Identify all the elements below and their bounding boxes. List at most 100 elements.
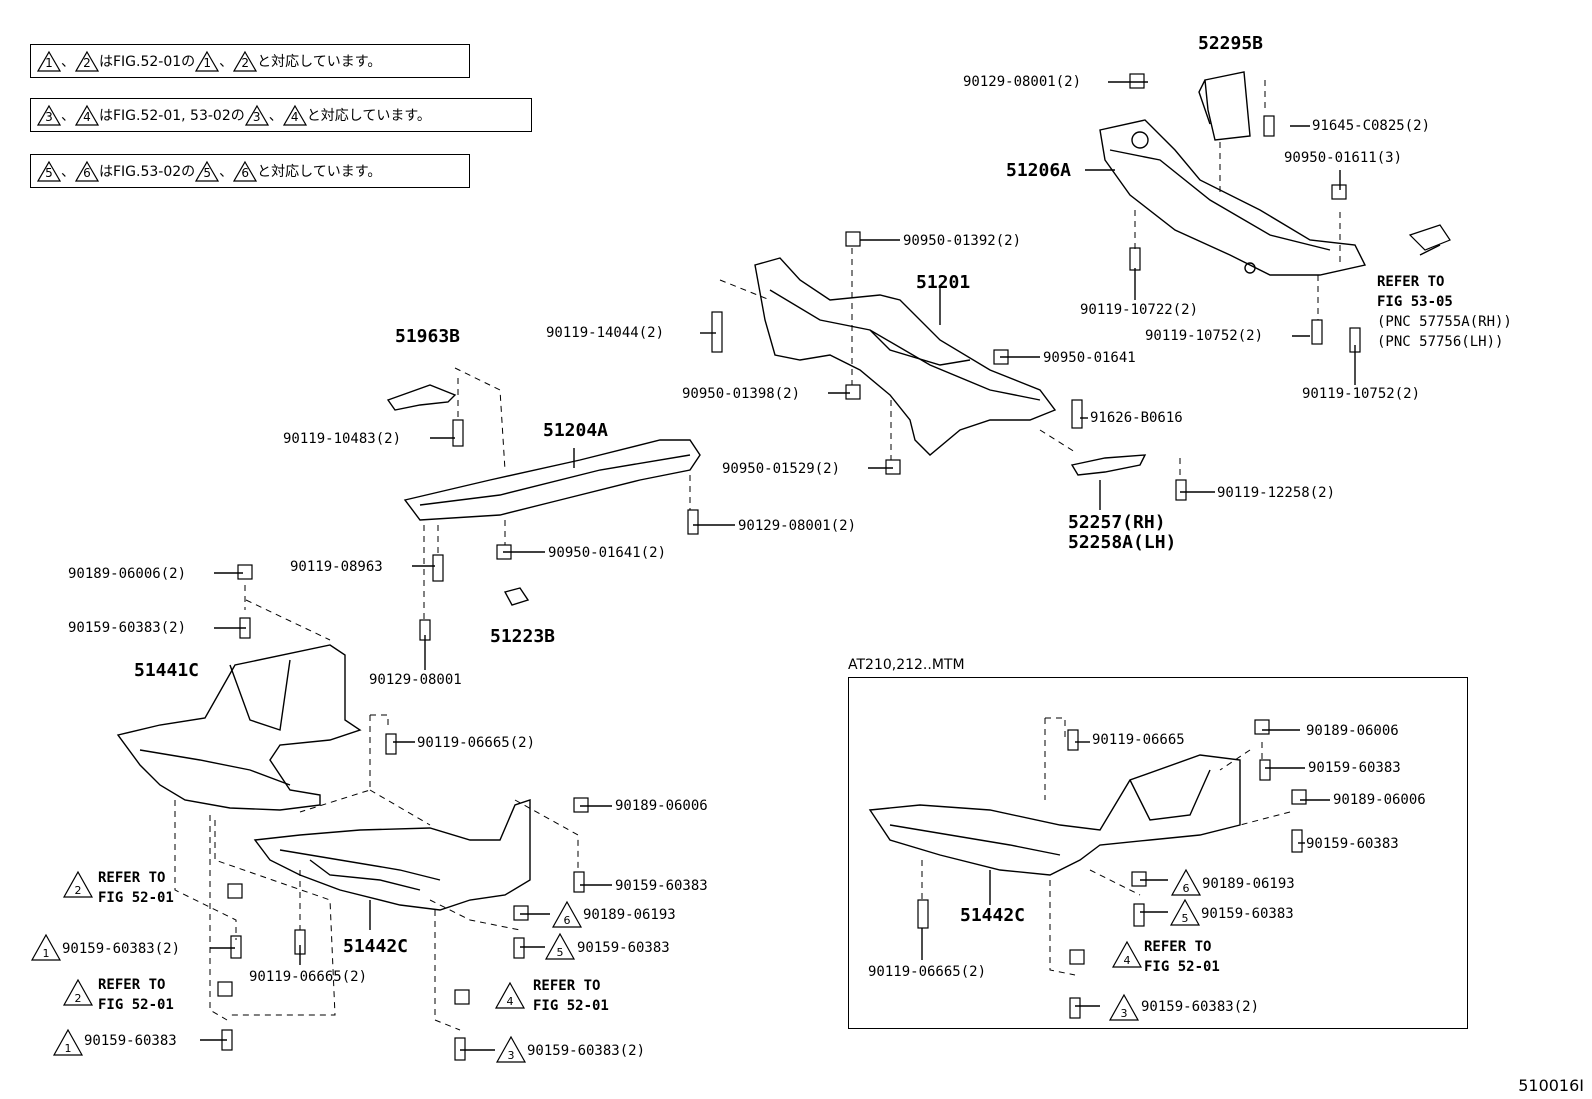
- part-51201-shape: [754, 257, 1057, 456]
- callout-91626-B0616: 91626-B0616: [1090, 410, 1183, 426]
- inset-refer-fig-label: FIG 52-01: [1144, 959, 1220, 975]
- callout-90189-06006-b: 90189-06006: [615, 798, 708, 814]
- callout-90129-08001-b: 90129-08001(2): [738, 518, 857, 534]
- refer-fig-label: FIG 53-05: [1377, 294, 1453, 310]
- callout-90119-10752-b: 90119-10752(2): [1302, 386, 1421, 402]
- inset-callout-90159-60383-2: 90159-60383(2): [1141, 999, 1260, 1015]
- inset-callout-90159-60383-a: 90159-60383: [1308, 760, 1401, 776]
- svg-text:3: 3: [508, 1049, 515, 1062]
- svg-text:5: 5: [1182, 912, 1189, 925]
- refer-to-label: REFER TO: [533, 978, 601, 994]
- part-51441C-shape: [116, 644, 362, 811]
- part-51204A-label: 51204A: [543, 420, 609, 441]
- callout-90159-60383-d: 90159-60383(2): [62, 941, 181, 957]
- callout-90189-06193-a: 90189-06193: [583, 907, 676, 923]
- svg-text:6: 6: [1183, 882, 1190, 895]
- triangle-ref-icon: 3: [37, 104, 61, 126]
- part-51206A-shape: [1099, 119, 1367, 276]
- triangle-ref-icon: 5: [37, 160, 61, 182]
- note-box-1: 1、 2 はFIG.52-01の 1、 2 と対応しています。: [30, 44, 470, 78]
- inset-callout-90189-06006-a: 90189-06006: [1306, 723, 1399, 739]
- part-51201-label: 51201: [916, 272, 971, 293]
- part-51206A-label: 51206A: [1006, 160, 1072, 181]
- part-52295B-shape: [1204, 71, 1251, 141]
- callout-90119-14044: 90119-14044(2): [546, 325, 665, 341]
- callout-90119-08963: 90119-08963: [290, 559, 383, 575]
- svg-text:3: 3: [1121, 1007, 1128, 1020]
- pnc-rh-label: (PNC 57755A(RH)): [1377, 314, 1512, 330]
- callout-90119-10483: 90119-10483(2): [283, 431, 402, 447]
- callout-90950-01392: 90950-01392(2): [903, 233, 1022, 249]
- pnc-lh-label: (PNC 57756(LH)): [1377, 334, 1504, 350]
- triangle-ref-icon: 3: [244, 104, 269, 126]
- refer-fig-label: FIG 52-01: [98, 890, 174, 906]
- inset-callout-90159-60383-b: 90159-60383: [1306, 836, 1399, 852]
- triangle-ref-icon: 1: [37, 50, 61, 72]
- note-tail: と対応しています。: [306, 108, 431, 124]
- svg-text:1: 1: [65, 1042, 72, 1055]
- triangle-ref-icon: 2: [233, 50, 258, 72]
- note-tail: と対応しています。: [257, 164, 382, 180]
- part-51442C-inset-shape: [868, 754, 1241, 876]
- callout-90159-60383-f: 90159-60383(2): [527, 1043, 646, 1059]
- inset-callout-90119-06665-2: 90119-06665(2): [868, 964, 987, 980]
- inset-refer-to-label: REFER TO: [1144, 939, 1212, 955]
- inset-frame: [848, 677, 1468, 1029]
- part-52258A-label: 52258A(LH): [1068, 532, 1177, 553]
- callout-90189-06006-a: 90189-06006(2): [68, 566, 187, 582]
- svg-text:6: 6: [564, 914, 571, 927]
- note-tail: と対応しています。: [257, 54, 382, 70]
- callout-90159-60383-c: 90159-60383: [577, 940, 670, 956]
- inset-title: AT210,212..MTM: [848, 657, 965, 673]
- reference-triangles: [30, 868, 1202, 1063]
- svg-text:4: 4: [507, 995, 514, 1008]
- callout-90950-01611: 90950-01611(3): [1284, 150, 1403, 166]
- refer-to-label: REFER TO: [98, 870, 166, 886]
- part-51442C-label: 51442C: [343, 936, 409, 957]
- part-52257-label: 52257(RH): [1068, 512, 1166, 533]
- figure-id: 510016I: [1518, 1076, 1584, 1095]
- part-51223B-shape: [503, 587, 530, 606]
- svg-text:2: 2: [75, 884, 82, 897]
- inset-callout-90119-06665: 90119-06665: [1092, 732, 1185, 748]
- note-text: はFIG.53-02の: [99, 164, 196, 180]
- svg-text:2: 2: [75, 992, 82, 1005]
- callout-90950-01529: 90950-01529(2): [722, 461, 841, 477]
- note-text: はFIG.52-01, 53-02の: [99, 108, 245, 124]
- part-51442C-inset-label: 51442C: [960, 905, 1026, 926]
- triangle-ref-icon: 6: [75, 160, 99, 182]
- callout-90119-10722: 90119-10722(2): [1080, 302, 1199, 318]
- note-text: はFIG.52-01の: [99, 54, 196, 70]
- callout-90159-60383-a: 90159-60383(2): [68, 620, 187, 636]
- triangle-ref-icon: 5: [195, 160, 220, 182]
- callout-90119-10752-a: 90119-10752(2): [1145, 328, 1264, 344]
- triangle-ref-icon: 4: [282, 104, 307, 126]
- part-51963B-shape: [386, 384, 457, 411]
- callout-90950-01641-b: 90950-01641(2): [548, 545, 667, 561]
- refer-fig-label: FIG 52-01: [98, 997, 174, 1013]
- part-52257-shape: [1070, 454, 1147, 476]
- callout-90119-12258: 90119-12258(2): [1217, 485, 1336, 501]
- svg-text:5: 5: [557, 946, 564, 959]
- refer-to-label: REFER TO: [98, 977, 166, 993]
- part-51442C-shape: [253, 799, 531, 911]
- callout-90159-60383-b: 90159-60383: [615, 878, 708, 894]
- callout-91645-C0825: 91645-C0825(2): [1312, 118, 1431, 134]
- triangle-ref-icon: 2: [75, 50, 99, 72]
- inset-callout-90189-06006-b: 90189-06006: [1333, 792, 1426, 808]
- triangle-ref-icon: 6: [233, 160, 258, 182]
- part-51441C-label: 51441C: [134, 660, 200, 681]
- note-box-2: 3、 4 はFIG.52-01, 53-02の 3、 4 と対応しています。: [30, 98, 532, 132]
- callout-90119-06665-b: 90119-06665(2): [249, 969, 368, 985]
- inset-callout-90189-06193: 90189-06193: [1202, 876, 1295, 892]
- fasteners: [217, 73, 1451, 1061]
- svg-text:1: 1: [43, 947, 50, 960]
- svg-text:4: 4: [1124, 954, 1131, 967]
- triangle-ref-icon: 4: [75, 104, 99, 126]
- callout-90129-08001-c: 90129-08001: [369, 672, 462, 688]
- part-52295B-label: 52295B: [1198, 33, 1264, 54]
- callout-90159-60383-e: 90159-60383: [84, 1033, 177, 1049]
- callout-90950-01398: 90950-01398(2): [682, 386, 801, 402]
- part-51223B-label: 51223B: [490, 626, 556, 647]
